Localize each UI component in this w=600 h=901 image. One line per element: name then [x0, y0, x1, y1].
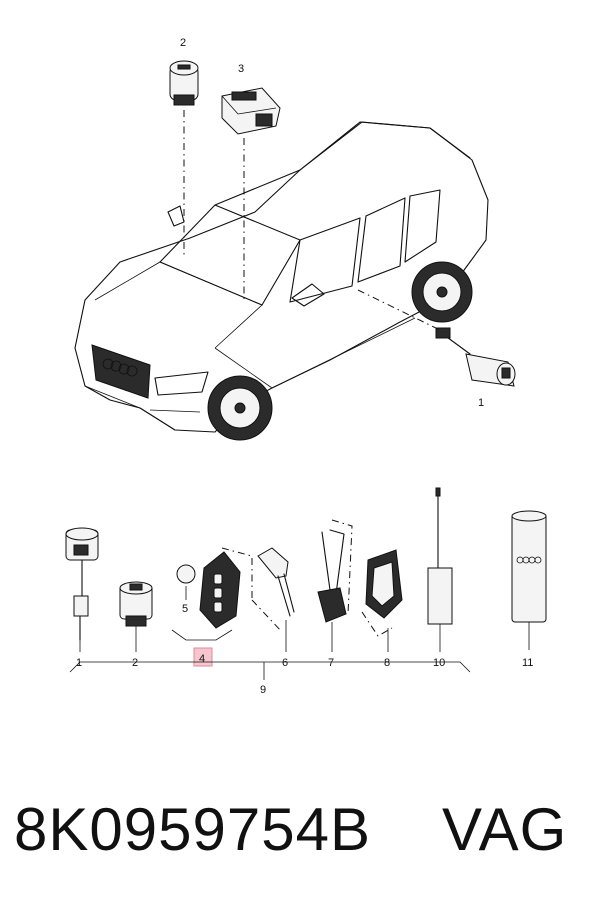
row-part-8-key-housing: [361, 549, 403, 637]
callout-row-9: 9: [260, 684, 266, 696]
row-part-1-door-lock: [65, 527, 99, 641]
callout-top-2: 2: [180, 37, 186, 49]
rear-wheel: [411, 261, 473, 323]
row-part-2-ignition-lock: [119, 581, 153, 627]
vehicle-illustration: [74, 121, 489, 441]
callout-row-10: 10: [433, 657, 445, 669]
parts-diagram: 2 3 1: [65, 37, 547, 696]
callout-row-4: 4: [199, 653, 205, 665]
top-part-3-control-unit: [221, 87, 281, 135]
audi-rings-icon: [102, 358, 138, 377]
part-number: 8K0959754B: [14, 796, 371, 863]
callout-row-11: 11: [522, 657, 533, 669]
part-footer: 8K0959754B VAG: [14, 790, 594, 870]
row-part-5-battery: [176, 564, 196, 584]
callout-top-3: 3: [238, 63, 244, 75]
row-part-10-transponder: [427, 487, 453, 625]
row-part-11-cylinder: [511, 510, 547, 623]
brand-label: VAG: [442, 796, 568, 863]
row-part-6-key-blade: [251, 547, 295, 633]
callout-row-8: 8: [384, 657, 390, 669]
row-part-4-key-fob: [199, 547, 253, 629]
highlight-callout-4: [193, 647, 213, 667]
top-part-2-lock-cylinder: [169, 60, 199, 106]
callout-row-5: 5: [182, 603, 188, 615]
top-part-1-door-lock: [435, 327, 516, 387]
callout-row-6: 6: [282, 657, 288, 669]
bracket-9: [69, 661, 471, 680]
row-bracket-4-5: [171, 629, 233, 641]
callout-row-7: 7: [328, 657, 334, 669]
callout-row-2: 2: [132, 657, 138, 669]
front-wheel: [207, 375, 273, 441]
callout-row-1: 1: [76, 657, 82, 669]
row-part-7-folding-key: [317, 519, 353, 623]
callout-top-1: 1: [478, 397, 484, 409]
